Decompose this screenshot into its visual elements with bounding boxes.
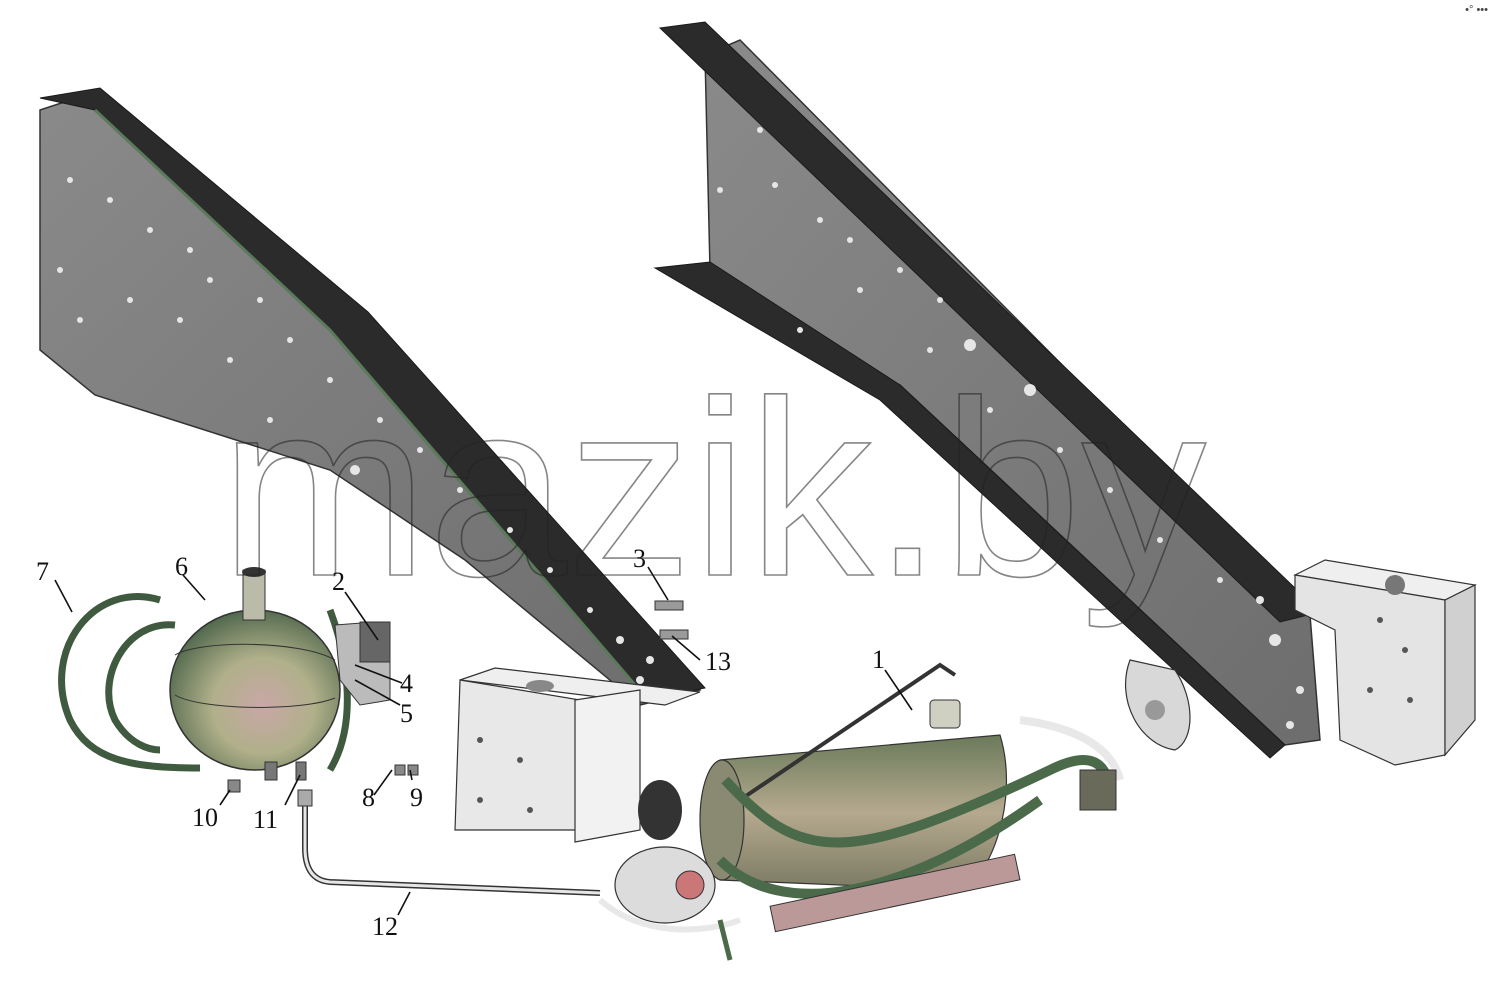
right-rail-bottom-flange (653, 261, 1286, 759)
callout-11: 11 (253, 805, 278, 834)
callout-8: 8 (362, 783, 375, 812)
left-rail-edge (93, 108, 650, 701)
callout-9: 9 (410, 783, 423, 812)
callout-12: 12 (372, 912, 398, 941)
callout-6: 6 (175, 552, 188, 581)
callout-13: 13 (705, 647, 731, 676)
callout-1: 1 (872, 645, 885, 674)
air-receiver-tank (169, 567, 341, 781)
left-rail-holes (57, 177, 654, 684)
valve-assembly (598, 780, 742, 961)
right-frame-rail (653, 21, 1321, 759)
callout-7: 7 (36, 557, 49, 586)
leader-lines (54, 566, 913, 916)
right-rail-holes (717, 127, 1304, 729)
corner-mark: •° ••• (1465, 4, 1488, 16)
air-dryer-assembly (699, 662, 1124, 933)
callout-4: 4 (400, 669, 413, 698)
fasteners (227, 600, 689, 807)
callout-2: 2 (332, 567, 345, 596)
right-rear-bracket (1125, 559, 1477, 766)
tank-bracket (334, 621, 391, 706)
watermark: mazik.by (220, 349, 1206, 628)
left-rear-bracket (454, 667, 701, 843)
callout-5: 5 (400, 699, 413, 728)
callout-3: 3 (633, 544, 646, 573)
callout-10: 10 (192, 803, 218, 832)
